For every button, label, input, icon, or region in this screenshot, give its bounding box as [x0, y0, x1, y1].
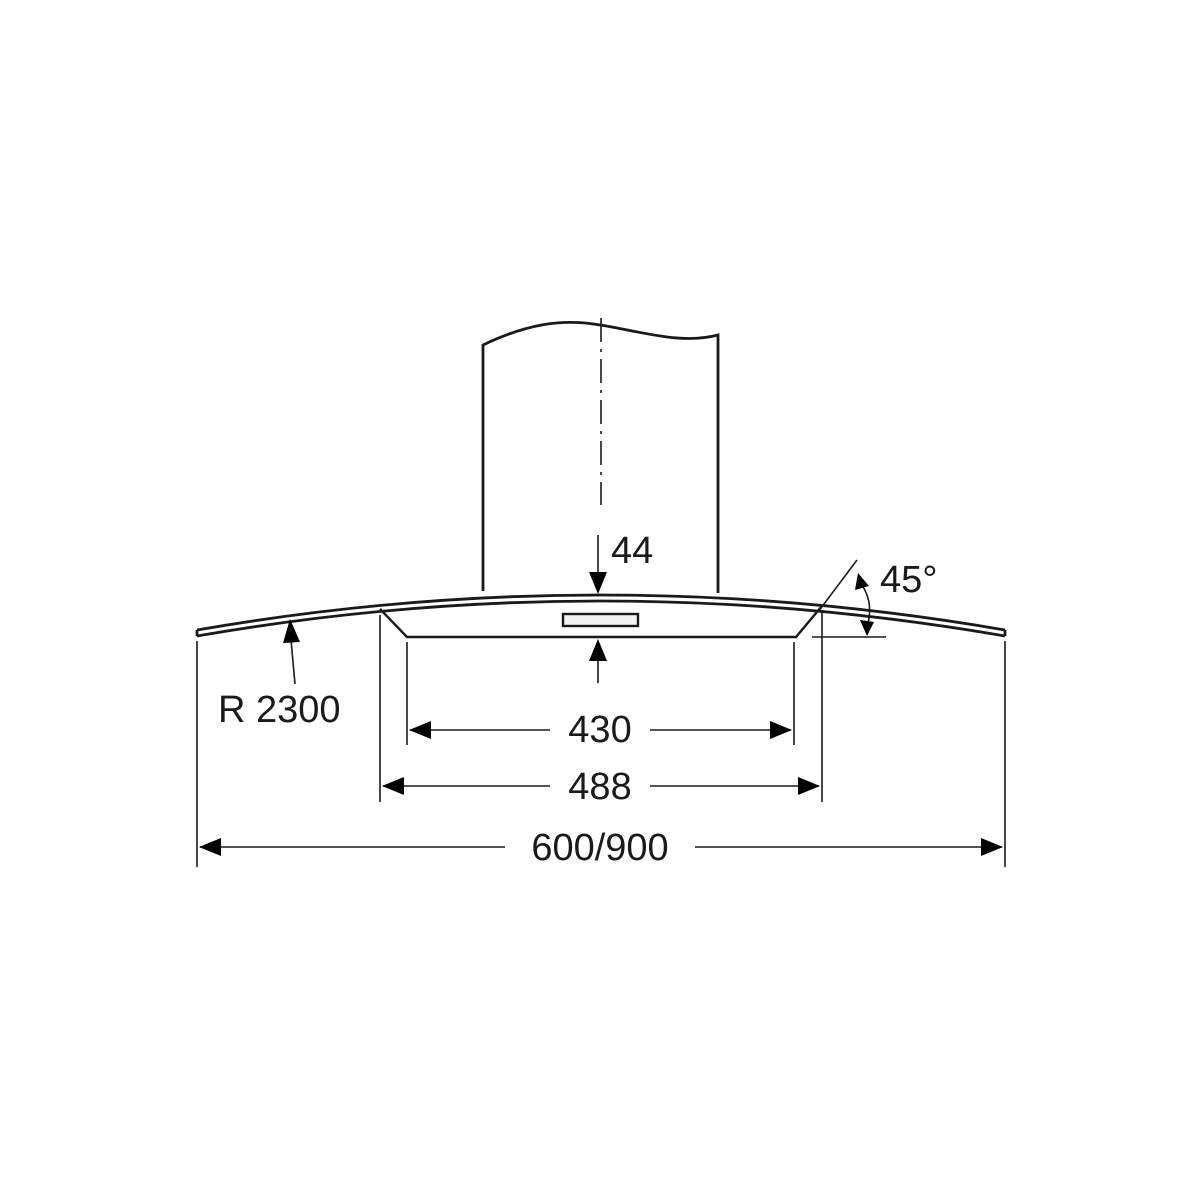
inner-width-dimension: 430 [409, 709, 792, 751]
extension-lines [196, 612, 1006, 867]
angle-diagonal-line [817, 559, 858, 613]
middle-width-dimension: 488 [382, 766, 820, 808]
thickness-label: 44 [611, 530, 653, 572]
canopy-bottom-curve [196, 599, 1006, 638]
hood-body-outline [379, 605, 823, 639]
radius-dimension: R 2300 [218, 619, 341, 731]
inner-width-label: 430 [568, 709, 631, 751]
angle-dimension: 45° [812, 559, 937, 638]
overall-width-dimension: 600/900 [199, 827, 1003, 869]
angle-label: 45° [880, 559, 937, 601]
thickness-bottom-arrow [589, 639, 607, 661]
middle-width-arrow-right [798, 777, 820, 795]
overall-width-arrow-left [199, 838, 221, 856]
control-panel [561, 612, 640, 628]
overall-width-label: 600/900 [531, 827, 668, 869]
radius-arrow [283, 619, 300, 643]
inner-width-arrow-left [409, 721, 431, 739]
hood-body [379, 605, 823, 639]
overall-width-arrow-right [981, 838, 1003, 856]
angle-arrow-top [855, 573, 869, 590]
chimney [481, 318, 720, 593]
radius-leader [290, 639, 296, 685]
middle-width-arrow-left [382, 777, 404, 795]
angle-arrow-bottom [860, 620, 874, 636]
thickness-top-arrow [589, 572, 607, 594]
middle-width-label: 488 [568, 766, 631, 808]
chimney-outline [481, 320, 720, 593]
thickness-dimension: 44 [589, 530, 653, 683]
inner-width-arrow-right [770, 721, 792, 739]
canopy-top-curve [196, 593, 1006, 632]
radius-label: R 2300 [218, 689, 341, 731]
glass-canopy [195, 593, 1007, 638]
